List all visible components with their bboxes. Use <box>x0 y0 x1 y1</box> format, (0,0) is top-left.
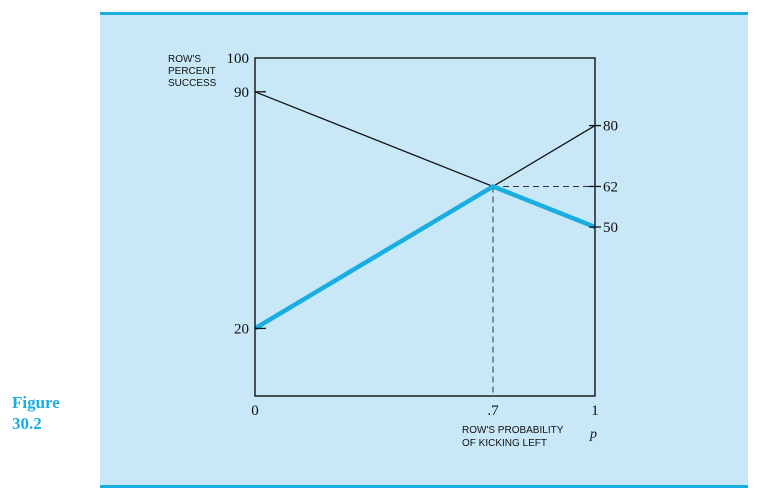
figure-panel <box>100 12 748 488</box>
top-rule <box>100 12 748 15</box>
y-tick-label-right: 50 <box>603 220 618 236</box>
series-lines <box>253 91 596 331</box>
y-tick-label-left: 100 <box>227 51 250 67</box>
figure-label: Figure 30.2 <box>12 392 60 434</box>
y-tick-label-right: 80 <box>603 119 618 135</box>
x-variable-p: p <box>589 427 597 442</box>
x-tick-label: .7 <box>487 403 499 419</box>
x-axis-title-line2: OF KICKING LEFT <box>462 438 547 449</box>
y-tick-label-right: 62 <box>603 179 618 195</box>
y-axis-title-line2: PERCENT <box>168 66 216 77</box>
y-tick-label-left: 90 <box>234 85 249 101</box>
y-axis-title-line1: ROW'S <box>168 54 201 65</box>
y-axis-title-line3: SUCCESS <box>168 78 217 89</box>
y-tick-label-left: 20 <box>234 321 249 337</box>
x-axis-title-line1: ROW'S PROBABILITY <box>462 425 564 436</box>
series-line-3 <box>253 183 596 331</box>
figure-label-number: 30.2 <box>12 414 42 433</box>
x-tick-label: 1 <box>591 403 599 419</box>
ticks: 0 .7 1 100 90 20 80 62 50 <box>227 51 619 419</box>
guide-lines <box>492 185 595 396</box>
bottom-rule <box>100 485 748 488</box>
figure-label-word: Figure <box>12 393 60 412</box>
x-tick-label: 0 <box>251 403 259 419</box>
